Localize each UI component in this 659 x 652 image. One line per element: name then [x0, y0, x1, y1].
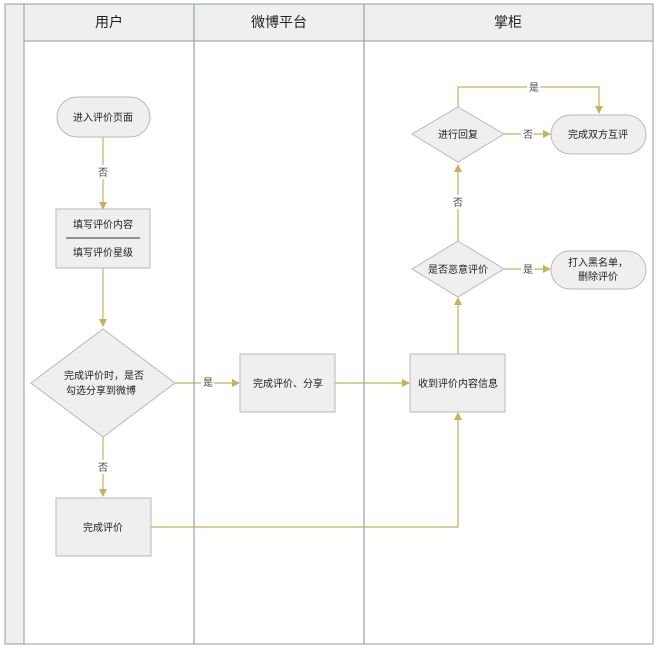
node-enter-review-label: 进入评价页面 — [73, 112, 133, 124]
node-finish-review: 完成评价 — [55, 497, 152, 557]
lane-title-platform: 微博平台 — [251, 14, 307, 31]
node-decide-share-line1: 完成评价时，是否 — [64, 369, 144, 382]
node-decide-share: 完成评价时，是否 勾选分享到微博 — [30, 328, 176, 438]
edge-finish-to-receive — [151, 412, 462, 528]
lane-header-band — [23, 3, 654, 42]
node-finish-review-label: 完成评价 — [83, 521, 123, 534]
label-bg-share-no — [97, 460, 110, 474]
node-blacklist: 打入黑名单， 删除评价 — [550, 250, 647, 290]
node-mutual-review-label: 完成双方互评 — [568, 128, 628, 141]
node-is-malicious-label: 是否恶意评价 — [428, 263, 488, 276]
node-fill-review: 填写评价内容 填写评价星级 — [55, 208, 151, 269]
label-bg-reply-no — [521, 127, 534, 141]
node-reply-label: 进行回复 — [438, 128, 478, 141]
node-blacklist-line2: 删除评价 — [578, 270, 618, 283]
node-fill-review-line2: 填写评价星级 — [73, 246, 133, 259]
lane-title-shop: 掌柜 — [494, 15, 522, 31]
lane-title-user: 用户 — [95, 14, 123, 31]
left-strip — [4, 3, 25, 645]
node-review-share: 完成评价、分享 — [239, 353, 336, 413]
node-decide-share-line2: 勾选分享到微博 — [66, 384, 136, 397]
label-bg-malicious-no — [452, 195, 465, 209]
node-review-share-label: 完成评价、分享 — [253, 377, 323, 390]
label-bg-reply-yes — [527, 80, 540, 94]
label-bg-malicious-yes — [521, 262, 534, 276]
node-enter-review: 进入评价页面 — [56, 96, 151, 138]
edge-label-reply-no: 否 — [523, 129, 533, 141]
node-is-malicious: 是否恶意评价 — [411, 240, 505, 298]
edge-label-share-yes: 是 — [203, 377, 213, 389]
node-fill-review-line1: 填写评价内容 — [73, 218, 133, 231]
node-receive-review: 收到评价内容信息 — [409, 353, 506, 413]
node-receive-review-label: 收到评价内容信息 — [418, 377, 498, 390]
label-bg-share-yes — [201, 375, 214, 389]
edge-label-enter-fill: 否 — [98, 167, 108, 179]
label-bg-enter-fill — [97, 165, 110, 179]
edge-label-share-no: 否 — [98, 462, 108, 474]
edge-label-malicious-no: 否 — [453, 197, 463, 209]
edge-label-malicious-yes: 是 — [523, 264, 533, 276]
node-blacklist-line1: 打入黑名单， — [568, 256, 628, 269]
node-mutual-review: 完成双方互评 — [550, 114, 647, 155]
node-reply: 进行回复 — [411, 106, 505, 163]
edge-label-reply-yes: 是 — [529, 82, 539, 94]
